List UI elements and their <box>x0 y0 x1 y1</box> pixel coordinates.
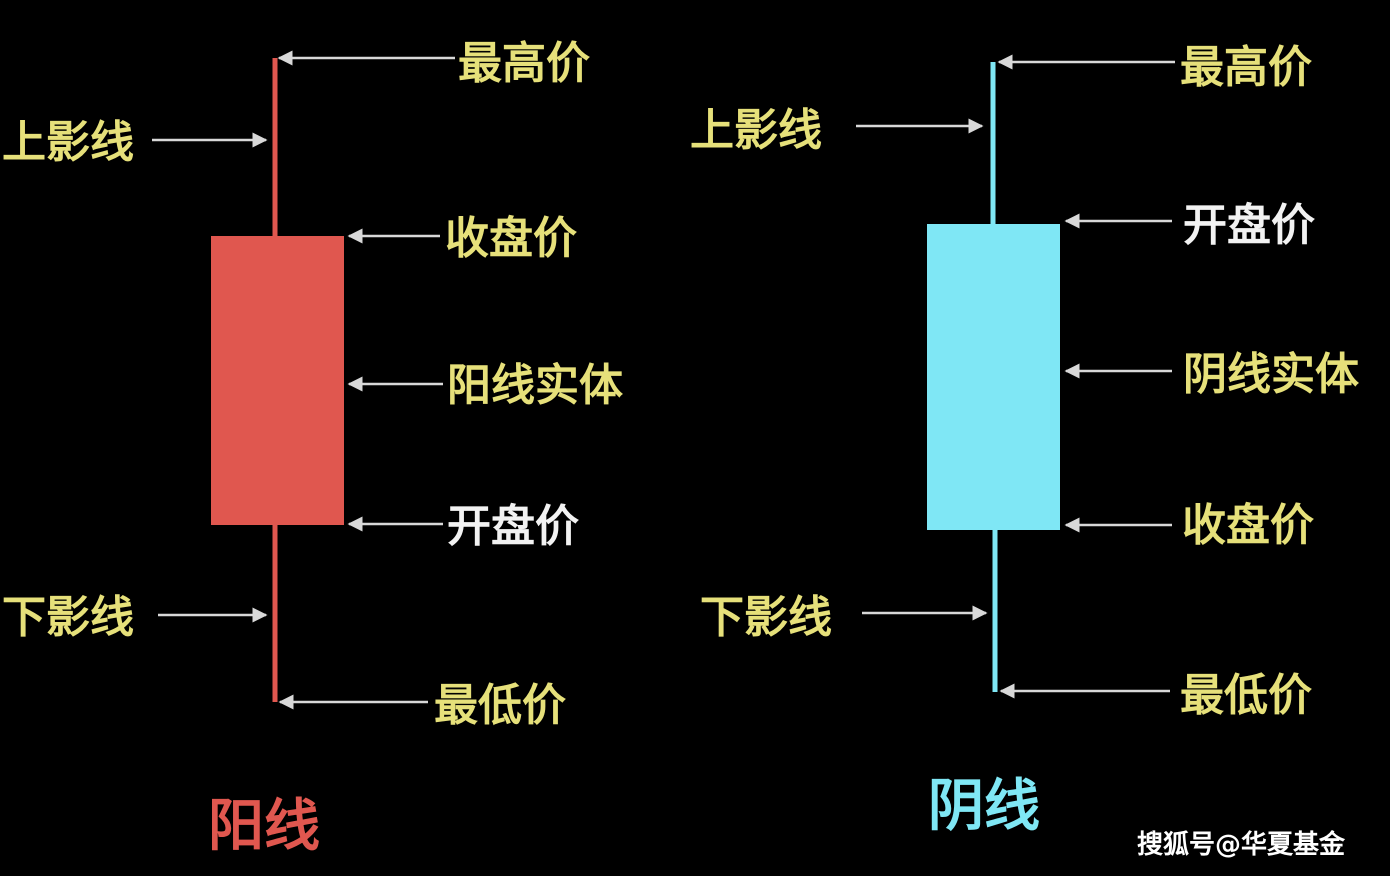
yin-body-label: 阴线实体 <box>1183 349 1359 400</box>
yin-arrows <box>856 54 1175 699</box>
yin-title: 阴线 <box>928 773 1040 839</box>
yin-low-label: 最低价 <box>1180 670 1312 721</box>
yin-high-label: 最高价 <box>1180 42 1312 93</box>
yin-upper-shadow-label: 上影线 <box>690 105 822 156</box>
yang-high-label: 最高价 <box>458 38 590 89</box>
yang-candle <box>211 58 344 702</box>
watermark-text: 搜狐号@华夏基金 <box>1137 829 1346 860</box>
yin-lower-shadow-label: 下影线 <box>700 592 832 643</box>
yang-close-label: 收盘价 <box>445 213 577 264</box>
yin-candle <box>927 62 1060 692</box>
yang-low-label: 最低价 <box>434 680 566 731</box>
yin-open-label: 开盘价 <box>1183 200 1315 251</box>
yin-close-label: 收盘价 <box>1182 500 1314 551</box>
yang-lower-shadow-label: 下影线 <box>2 592 134 643</box>
yang-body-label: 阳线实体 <box>447 360 623 411</box>
yang-body <box>211 236 344 525</box>
yang-open-label: 开盘价 <box>447 501 579 552</box>
yang-arrows <box>152 50 455 710</box>
yin-body <box>927 224 1060 530</box>
yang-labels: 最高价 上影线 收盘价 阳线实体 开盘价 下影线 最低价 阳线 <box>2 38 623 859</box>
yang-upper-shadow-label: 上影线 <box>2 117 134 168</box>
yin-labels: 最高价 上影线 开盘价 阴线实体 收盘价 下影线 最低价 阴线 <box>690 42 1359 839</box>
yang-title: 阳线 <box>208 793 320 859</box>
